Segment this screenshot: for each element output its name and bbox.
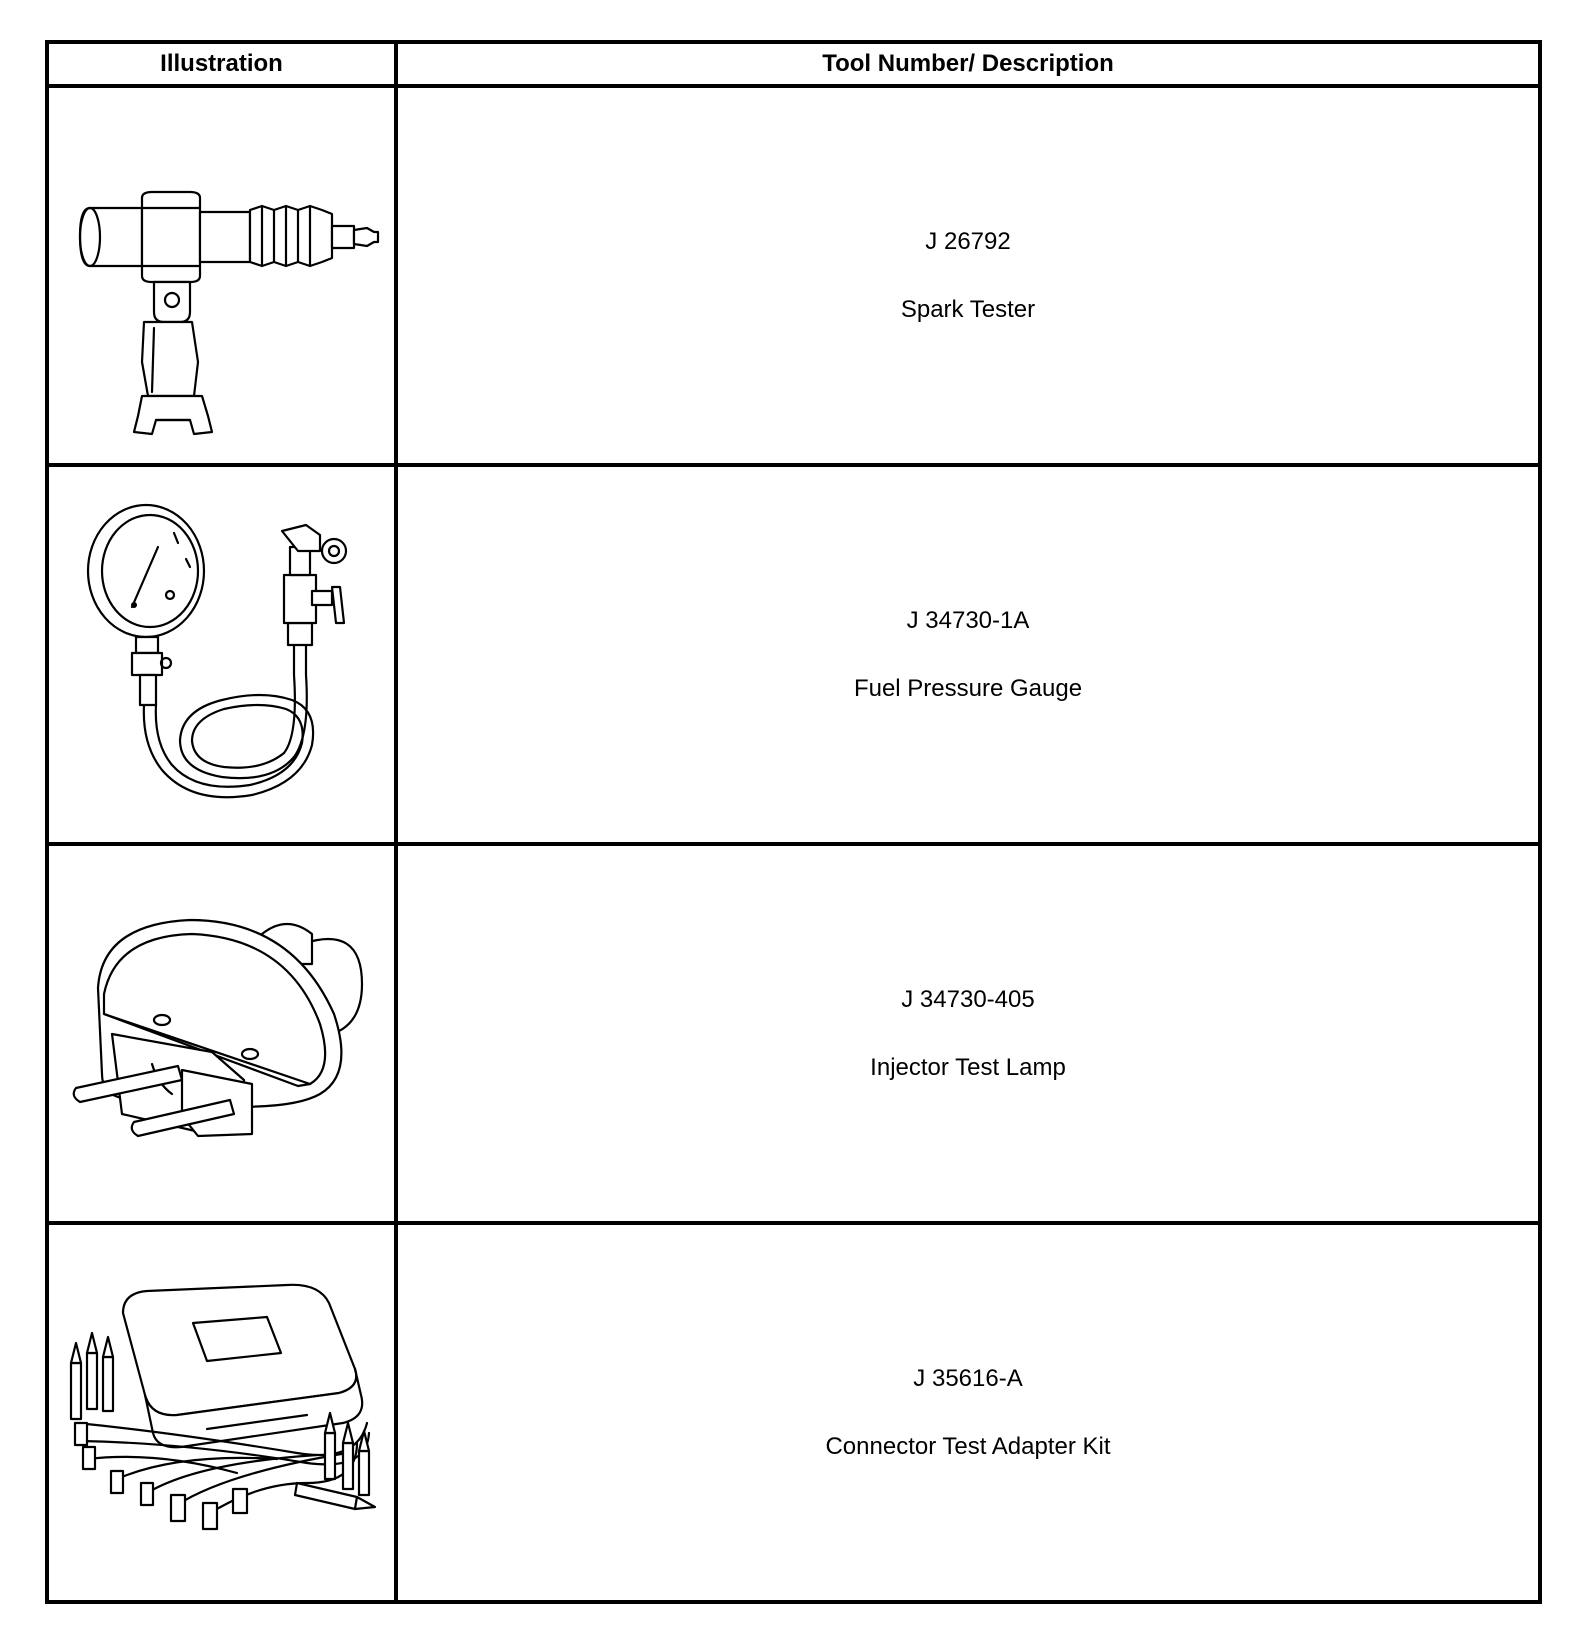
spark-tester-icon <box>78 190 379 435</box>
tool-number: J 35616-A <box>913 1364 1023 1392</box>
illustration-cell <box>45 842 398 1225</box>
table-row: J 34730-405 Injector Test Lamp <box>45 842 1542 1225</box>
illustration-cell <box>45 463 398 846</box>
tool-table: Illustration Tool Number/ Description <box>45 40 1542 1604</box>
illustration-cell <box>45 1221 398 1604</box>
header-illustration: Illustration <box>45 40 398 88</box>
tool-description: Injector Test Lamp <box>870 1053 1066 1081</box>
description-cell: J 34730-1A Fuel Pressure Gauge <box>394 463 1542 846</box>
fuel-pressure-gauge-icon <box>86 503 347 798</box>
illustration-cell <box>45 84 398 467</box>
tool-description: Spark Tester <box>900 295 1036 323</box>
tool-number: J 26792 <box>925 227 1011 255</box>
header-description: Tool Number/ Description <box>394 40 1542 88</box>
table-header-row: Illustration Tool Number/ Description <box>45 40 1542 88</box>
table-row: J 35616-A Connector Test Adapter Kit <box>45 1221 1542 1604</box>
description-cell: J 34730-405 Injector Test Lamp <box>394 842 1542 1225</box>
tool-number: J 34730-1A <box>906 606 1030 634</box>
tool-description: Fuel Pressure Gauge <box>853 674 1083 702</box>
connector-test-adapter-kit-icon <box>69 1283 376 1530</box>
description-cell: J 35616-A Connector Test Adapter Kit <box>394 1221 1542 1604</box>
description-cell: J 26792 Spark Tester <box>394 84 1542 467</box>
tool-description: Connector Test Adapter Kit <box>825 1432 1111 1460</box>
tool-number: J 34730-405 <box>901 985 1035 1013</box>
table-row: J 26792 Spark Tester <box>45 84 1542 467</box>
injector-test-lamp-icon <box>72 918 363 1137</box>
table-row: J 34730-1A Fuel Pressure Gauge <box>45 463 1542 846</box>
